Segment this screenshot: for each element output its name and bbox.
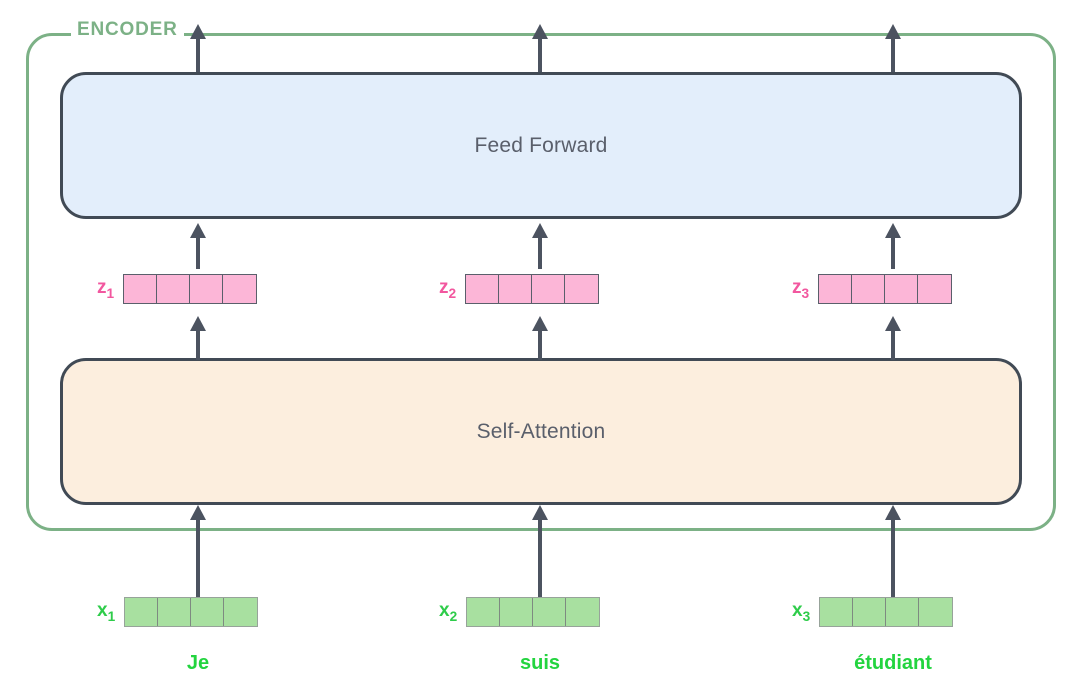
arrow-head-icon [190, 24, 206, 39]
vector-cell [852, 275, 886, 303]
arrow-shaft [891, 329, 895, 360]
vector-cell [533, 598, 567, 626]
arrow-output-2 [530, 24, 550, 72]
vector-cell [124, 275, 158, 303]
arrow-head-icon [190, 316, 206, 331]
z-vector-1: z1 [97, 274, 258, 304]
vector-cell [500, 598, 534, 626]
x-vector-label-1: x1 [97, 599, 116, 624]
arrow-head-icon [532, 24, 548, 39]
arrow-z-to-feed-forward-3 [883, 223, 903, 269]
vector-cell [223, 275, 257, 303]
vector-cell [157, 275, 191, 303]
vector-cell [125, 598, 159, 626]
arrow-head-icon [885, 505, 901, 520]
arrow-head-icon [532, 505, 548, 520]
arrow-self-attention-to-z-2 [530, 316, 550, 360]
feed-forward-box[interactable]: Feed Forward [60, 72, 1022, 219]
arrow-head-icon [885, 24, 901, 39]
x-vector-cells-2 [466, 597, 601, 627]
vector-cell [158, 598, 192, 626]
z-vector-cells-2 [465, 274, 600, 304]
z-vector-label-1: z1 [97, 276, 115, 301]
arrow-shaft [538, 236, 542, 269]
x-vector-label-2: x2 [439, 599, 458, 624]
vector-cell [566, 598, 600, 626]
feed-forward-label: Feed Forward [474, 133, 608, 157]
arrow-shaft [891, 236, 895, 269]
z-vector-label-2: z2 [439, 276, 457, 301]
word-label-3: étudiant [854, 652, 932, 674]
arrow-head-icon [190, 505, 206, 520]
self-attention-box[interactable]: Self-Attention [60, 358, 1022, 505]
vector-cell [820, 598, 854, 626]
z-vector-2: z2 [439, 274, 600, 304]
arrow-output-3 [883, 24, 903, 72]
encoder-label: ENCODER [71, 19, 184, 41]
arrow-head-icon [532, 316, 548, 331]
arrow-shaft [196, 236, 200, 269]
arrow-output-1 [188, 24, 208, 72]
arrow-head-icon [532, 223, 548, 238]
vector-cell [499, 275, 533, 303]
x-vector-1: x1 [97, 597, 259, 627]
vector-cell [224, 598, 258, 626]
vector-cell [190, 275, 224, 303]
x-vector-label-3: x3 [792, 599, 811, 624]
z-vector-label-3: z3 [792, 276, 810, 301]
arrow-shaft [538, 37, 542, 72]
arrow-x-to-self-attention-3 [883, 505, 903, 597]
vector-cell [886, 598, 920, 626]
arrow-z-to-feed-forward-1 [188, 223, 208, 269]
arrow-shaft [196, 37, 200, 72]
vector-cell [853, 598, 887, 626]
vector-cell [885, 275, 919, 303]
arrow-shaft [891, 518, 895, 597]
arrow-x-to-self-attention-2 [530, 505, 550, 597]
arrow-shaft [196, 329, 200, 360]
x-vector-2: x2 [439, 597, 601, 627]
z-vector-cells-1 [123, 274, 258, 304]
arrow-x-to-self-attention-1 [188, 505, 208, 597]
x-vector-cells-3 [819, 597, 954, 627]
arrow-head-icon [885, 316, 901, 331]
vector-cell [919, 598, 953, 626]
z-vector-3: z3 [792, 274, 953, 304]
self-attention-label: Self-Attention [476, 419, 606, 443]
word-label-1: Je [186, 652, 210, 674]
vector-cell [819, 275, 853, 303]
arrow-shaft [891, 37, 895, 72]
vector-cell [467, 598, 501, 626]
arrow-z-to-feed-forward-2 [530, 223, 550, 269]
arrow-shaft [538, 518, 542, 597]
arrow-self-attention-to-z-1 [188, 316, 208, 360]
arrow-self-attention-to-z-3 [883, 316, 903, 360]
arrow-shaft [196, 518, 200, 597]
arrow-head-icon [885, 223, 901, 238]
vector-cell [191, 598, 225, 626]
vector-cell [466, 275, 500, 303]
vector-cell [565, 275, 599, 303]
arrow-head-icon [190, 223, 206, 238]
arrow-shaft [538, 329, 542, 360]
x-vector-3: x3 [792, 597, 954, 627]
x-vector-cells-1 [124, 597, 259, 627]
z-vector-cells-3 [818, 274, 953, 304]
vector-cell [532, 275, 566, 303]
vector-cell [918, 275, 952, 303]
word-label-2: suis [519, 652, 561, 674]
